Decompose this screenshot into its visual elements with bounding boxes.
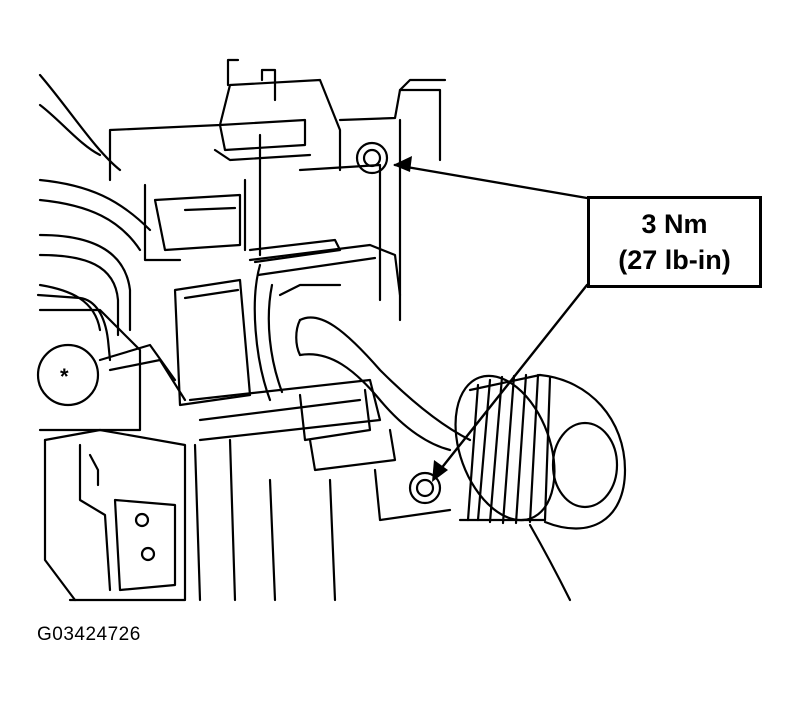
leader-arrowheads (393, 156, 448, 482)
left-bracket: * (36, 308, 142, 432)
lower-bolt (408, 471, 442, 505)
torque-value-nm: 3 Nm (641, 209, 708, 239)
torque-callout: 3 Nm (27 lb-in) (587, 196, 762, 288)
torque-value-lbin: (27 lb-in) (618, 245, 731, 275)
lever-knob (454, 373, 627, 602)
wiring-harness (36, 73, 187, 402)
column-housing (108, 58, 447, 322)
switch-assembly (173, 243, 452, 602)
leader-lines (393, 163, 589, 472)
figure-id: G03424726 (37, 624, 141, 645)
svg-text:*: * (60, 364, 69, 389)
lever-stalk (295, 316, 472, 452)
upper-bolt (355, 141, 389, 175)
lower-bracket (43, 428, 187, 602)
